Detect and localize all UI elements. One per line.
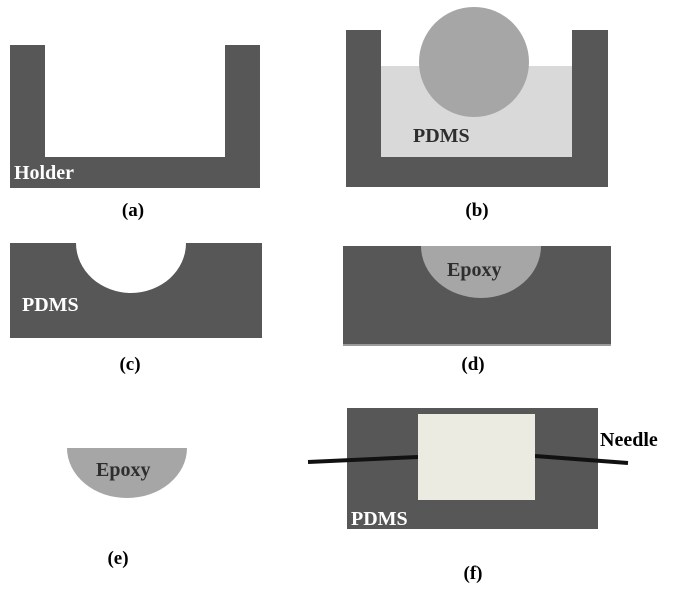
epoxy-fill <box>421 246 541 298</box>
holder-shape <box>346 30 608 187</box>
caption-d: (d) <box>461 354 484 375</box>
pdms-label: PDMS <box>413 125 470 147</box>
panel-d: Epoxy (d) <box>343 246 611 375</box>
panel-a: Holder (a) <box>10 45 260 221</box>
caption-c: (c) <box>119 354 140 375</box>
needle <box>307 455 419 464</box>
panel-e: Epoxy (e) <box>67 448 187 569</box>
pdms-label: PDMS <box>351 508 408 530</box>
cured-block <box>418 414 535 500</box>
caption-b: (b) <box>465 200 488 221</box>
holder-shape <box>10 45 260 188</box>
caption-f: (f) <box>464 563 483 584</box>
caption-a: (a) <box>122 200 144 221</box>
epoxy-label: Epoxy <box>96 459 150 481</box>
pdms-label: PDMS <box>22 294 79 316</box>
epoxy-label: Epoxy <box>447 259 501 281</box>
pdms-block-with-cavity <box>10 243 262 338</box>
needle-label: Needle <box>600 429 658 451</box>
panel-f: Needle PDMS (f) <box>307 408 658 584</box>
panel-b: PDMS (b) <box>346 7 608 221</box>
sphere <box>419 7 529 117</box>
needle <box>534 454 629 465</box>
holder-label: Holder <box>14 162 74 184</box>
caption-e: (e) <box>107 548 128 569</box>
epoxy-hemisphere <box>67 448 187 498</box>
panel-c: PDMS (c) <box>10 243 262 375</box>
